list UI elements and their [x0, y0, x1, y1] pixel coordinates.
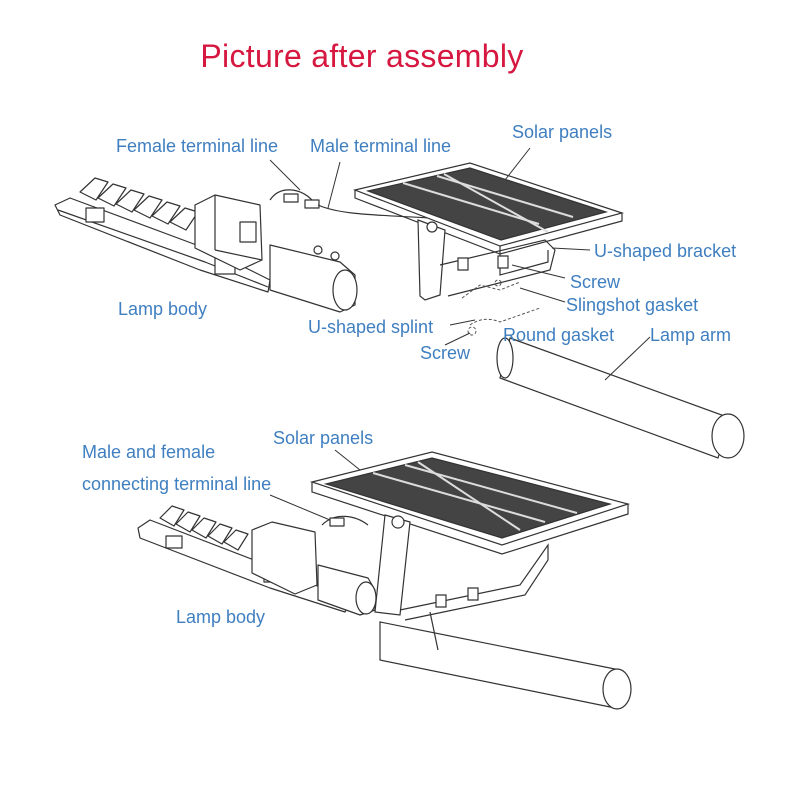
label-lamp-body-bottom: Lamp body: [176, 607, 266, 627]
label-round-gasket: Round gasket: [503, 325, 615, 345]
bottom-leader-lines: [270, 450, 360, 520]
top-lamp-arm: [497, 338, 744, 458]
top-u-bracket: [418, 220, 555, 300]
label-u-shaped-splint: U-shaped splint: [308, 317, 434, 337]
label-connecting-line-2: connecting terminal line: [82, 474, 272, 494]
label-solar-panels-bottom: Solar panels: [273, 428, 374, 448]
bottom-u-bracket: [375, 515, 548, 620]
page-title: Picture after assembly: [200, 38, 524, 74]
top-lamp-body: [55, 178, 430, 312]
top-leader-lines: [270, 148, 650, 380]
label-female-terminal-line: Female terminal line: [116, 136, 279, 156]
label-u-shaped-bracket: U-shaped bracket: [594, 241, 737, 261]
bottom-solar-panel: [312, 452, 628, 554]
label-solar-panels-top: Solar panels: [512, 122, 613, 142]
bottom-lamp-body: [138, 506, 376, 615]
label-lamp-arm: Lamp arm: [650, 325, 732, 345]
top-hardware: [462, 280, 540, 335]
label-slingshot-gasket: Slingshot gasket: [566, 295, 699, 315]
top-solar-panel: [355, 163, 622, 254]
label-male-terminal-line: Male terminal line: [310, 136, 452, 156]
label-connecting-line-1: Male and female: [82, 442, 216, 462]
label-screw-left: Screw: [420, 343, 471, 363]
bottom-lamp-arm: [380, 612, 631, 709]
label-lamp-body-top: Lamp body: [118, 299, 208, 319]
label-screw-right: Screw: [570, 272, 621, 292]
